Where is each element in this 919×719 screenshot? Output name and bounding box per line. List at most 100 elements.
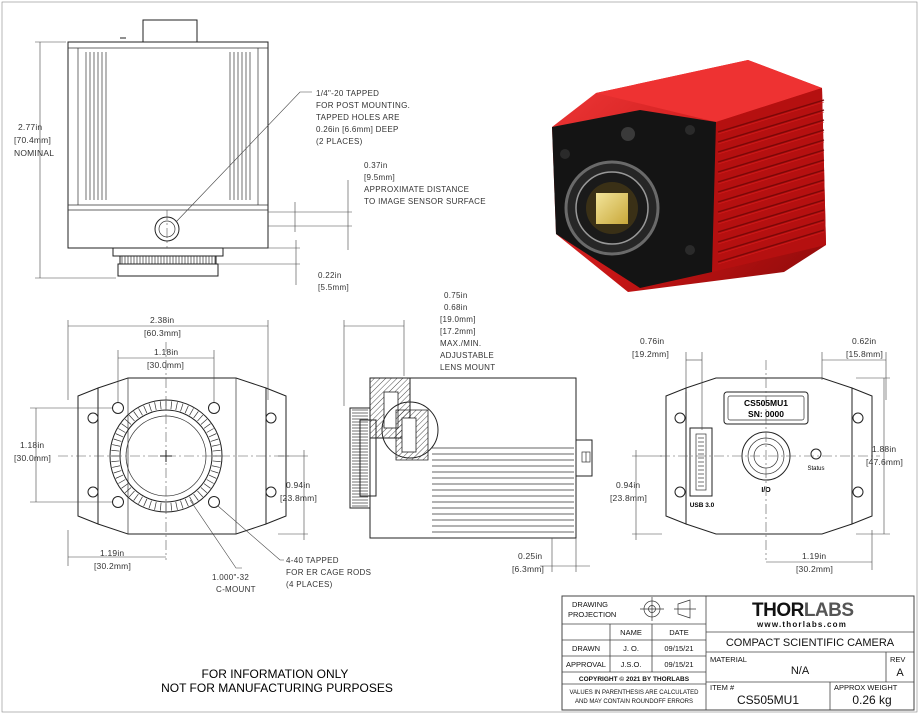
approval-date: 09/15/21	[664, 660, 693, 669]
hatch-line	[159, 502, 162, 511]
hatch-line	[717, 171, 825, 205]
front-inner-dim-mm: [30.0mm]	[147, 360, 184, 370]
material-label: MATERIAL	[710, 655, 747, 664]
mount-dim-mm: [5.5mm]	[318, 283, 349, 292]
hatch-line	[121, 483, 129, 489]
back-offset-dim-mm: [30.2mm]	[796, 564, 833, 574]
hatch-line	[717, 151, 825, 185]
hatch-line	[189, 496, 194, 504]
website-text: www.thorlabs.com	[756, 620, 847, 629]
back-center-dim-mm: [23.8mm]	[610, 493, 647, 503]
hatch-line	[197, 414, 204, 422]
hatch-line	[203, 483, 211, 489]
col-date-header: DATE	[669, 628, 688, 637]
hatch-line	[717, 221, 825, 255]
hatch-line	[200, 487, 208, 494]
drawn-label: DRAWN	[572, 644, 600, 653]
third-angle-projection-icon	[640, 597, 696, 621]
copyright-text: COPYRIGHT © 2021 BY THORLABS	[579, 675, 690, 683]
hatch-line	[138, 496, 143, 504]
back-bottom-dim-in: 0.25in	[518, 551, 542, 561]
title-block: DRAWING PROJECTION NAME DATE DRAWN J. O.…	[561, 595, 915, 711]
approval-name: J.S.O.	[621, 660, 642, 669]
camera-3d-render	[552, 60, 826, 292]
hatch-line	[121, 423, 129, 429]
hatch-line	[717, 211, 825, 245]
hatch-line	[200, 418, 208, 425]
lens-dim-note-1: MAX./MIN.	[440, 339, 481, 348]
side-view: 0.75in 0.68in [19.0mm] [17.2mm] MAX./MIN…	[343, 291, 593, 539]
hatch-line	[717, 189, 825, 223]
projection-label-1: DRAWING	[572, 600, 608, 609]
hatch-line	[212, 449, 221, 452]
lens-dim-note-2: ADJUSTABLE	[440, 351, 494, 360]
hatch-line	[159, 401, 162, 410]
material-value: N/A	[791, 665, 810, 677]
item-label: ITEM #	[710, 683, 735, 692]
hatch-line	[210, 438, 219, 442]
hatch-line	[717, 131, 825, 165]
back-right-dim-mm: [15.8mm]	[846, 349, 883, 359]
hatch-line	[717, 119, 825, 153]
hatch-line	[133, 411, 139, 419]
hatch-line	[124, 487, 132, 494]
sensor-dim-note-1: APPROXIMATE DISTANCE	[364, 185, 469, 194]
drawing-title: COMPACT SCIENTIFIC CAMERA	[726, 637, 895, 649]
hatch-line	[133, 493, 139, 501]
hatch-line	[170, 502, 173, 511]
hatch-line	[193, 493, 199, 501]
hatch-line	[211, 444, 220, 447]
thorlabs-logo: THORLABS	[752, 600, 854, 621]
weight-value: 0.26 kg	[852, 693, 891, 707]
roundoff-note-2: AND MAY CONTAIN ROUNDOFF ERRORS	[575, 699, 693, 705]
roundoff-note-1: VALUES IN PARENTHESIS ARE CALCULATED	[569, 690, 699, 696]
item-value: CS505MU1	[737, 693, 799, 707]
hatch-line	[717, 179, 825, 213]
hatch-line	[118, 479, 126, 484]
lens-dim-min-mm: [17.2mm]	[440, 327, 476, 336]
rods-note-2: FOR ER CAGE RODS	[286, 568, 371, 577]
front-height-dim-mm: [30.0mm]	[14, 453, 51, 463]
hatch-line	[717, 101, 825, 135]
top-height-dim-mm: [70.4mm]	[14, 135, 51, 145]
drawn-date: 09/15/21	[664, 644, 693, 653]
back-height-dim-in: 1.88in	[872, 444, 896, 454]
hatch-line	[717, 219, 825, 253]
hatch-line	[124, 418, 132, 425]
tapped-note-line-4: 0.26in [6.6mm] DEEP	[316, 125, 399, 134]
hatch-line	[189, 408, 194, 416]
sensor-dim-in: 0.37in	[364, 161, 388, 170]
hatch-line	[115, 474, 124, 479]
front-view: 2.38in [60.3mm] 1.18in [30.0mm] 1.18in […	[14, 315, 371, 594]
hatch-line	[175, 501, 178, 510]
hatch-line	[206, 428, 214, 433]
logo-part-2: LABS	[804, 600, 854, 621]
hatch-line	[208, 474, 217, 479]
hatch-line	[113, 438, 122, 442]
hatch-line	[111, 460, 120, 463]
hatch-line	[203, 423, 211, 429]
hatch-line	[717, 139, 825, 173]
disclaimer-line-2: NOT FOR MANUFACTURING PURPOSES	[161, 681, 393, 695]
weight-label: APPROX WEIGHT	[834, 683, 898, 692]
back-offset-dim-in: 1.19in	[802, 551, 826, 561]
hatch-line	[112, 444, 121, 447]
hatch-line	[175, 402, 178, 411]
hatch-line	[180, 403, 184, 412]
hatch-line	[138, 408, 143, 416]
hatch-line	[210, 470, 219, 474]
back-left-dim-in: 0.76in	[640, 336, 664, 346]
projection-label-2: PROJECTION	[568, 610, 616, 619]
hatch-line	[197, 490, 204, 498]
lens-dim-max-in: 0.75in	[444, 291, 468, 300]
hatch-line	[184, 498, 189, 507]
hatch-line	[717, 201, 825, 235]
back-height-dim-mm: [47.6mm]	[866, 457, 903, 467]
cmount-note-1: 1.000"-32	[212, 573, 249, 582]
hatch-line	[154, 402, 157, 411]
sensor-dim-mm: [9.5mm]	[364, 173, 395, 182]
back-view: CS505MU1 SN: 0000 USB 3.0 I/O Status 0.7…	[512, 336, 903, 574]
hatch-line	[184, 405, 189, 414]
hatch-line	[717, 149, 825, 183]
hatch-line	[154, 501, 157, 510]
